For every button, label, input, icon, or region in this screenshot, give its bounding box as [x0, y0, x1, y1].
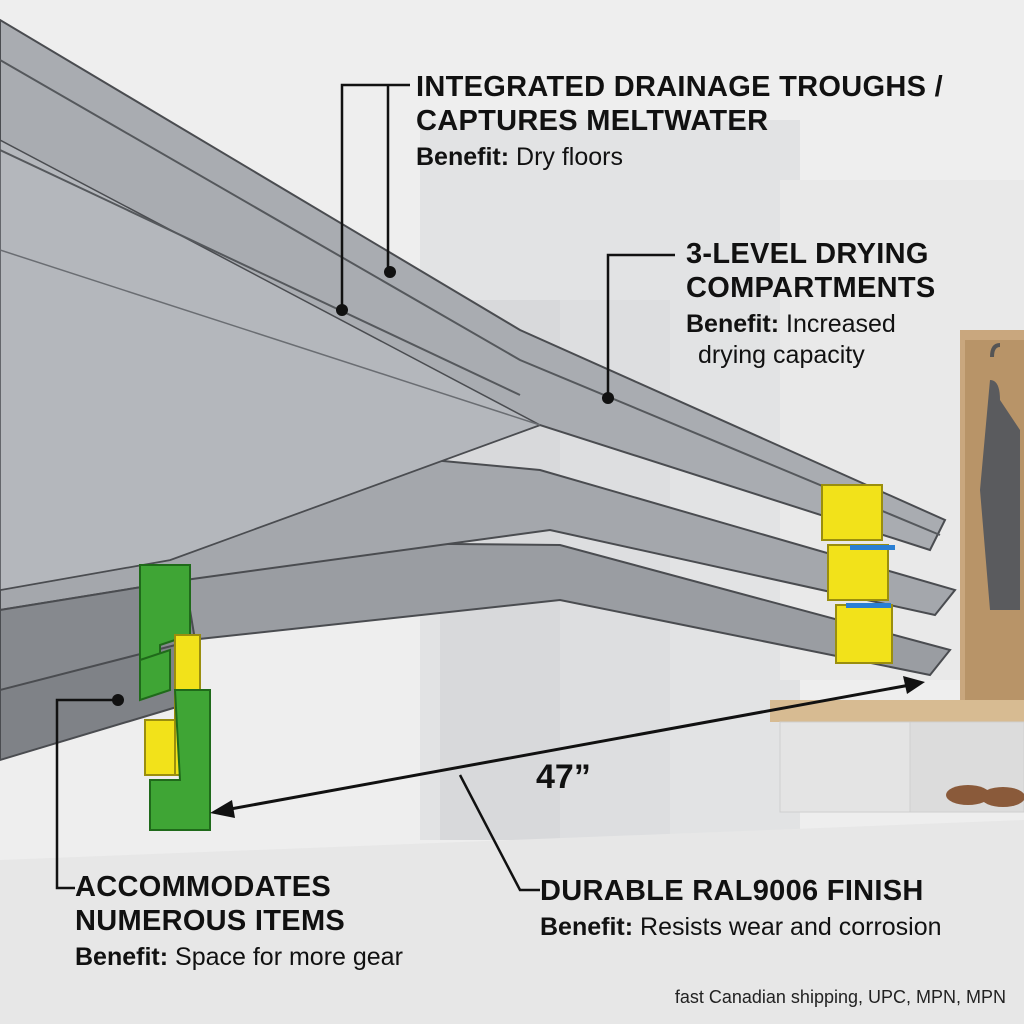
- callout-finish-benefit: Benefit: Resists wear and corrosion: [540, 913, 942, 941]
- callout-items-benefit: Benefit: Space for more gear: [75, 943, 403, 971]
- blue-accent: [846, 603, 891, 608]
- callout-items: ACCOMMODATES NUMEROUS ITEMS Benefit: Spa…: [75, 870, 403, 973]
- floor: [0, 820, 1024, 1024]
- leader-dots: [112, 266, 614, 706]
- blue-accent: [850, 545, 895, 550]
- callout-drainage: INTEGRATED DRAINAGE TROUGHS / CAPTURES M…: [416, 70, 943, 173]
- callout-finish-title: DURABLE RAL9006 FINISH: [540, 875, 924, 907]
- callout-drying-benefit: Benefit: Increased drying capacity: [686, 310, 896, 369]
- dimension-label: 47”: [536, 758, 591, 796]
- bench-top: [770, 700, 1024, 722]
- green-end-cap: [139, 564, 211, 831]
- callout-finish: DURABLE RAL9006 FINISH Benefit: Resists …: [540, 874, 942, 943]
- shoe: [946, 785, 990, 805]
- callout-drainage-benefit: Benefit: Dry floors: [416, 143, 623, 171]
- yellow-end-caps: [821, 484, 895, 664]
- shoe: [981, 787, 1024, 807]
- footer-text: fast Canadian shipping, UPC, MPN, MPN: [674, 987, 1006, 1007]
- drainage-trough-line: [0, 59, 941, 536]
- callout-drying: 3-LEVEL DRYING COMPARTMENTS Benefit: Inc…: [686, 237, 936, 371]
- callout-drying-title: 3-LEVEL DRYING COMPARTMENTS: [686, 238, 936, 304]
- dimension-arrow: [210, 676, 925, 818]
- callout-drainage-title: INTEGRATED DRAINAGE TROUGHS / CAPTURES M…: [416, 71, 943, 137]
- callout-items-title: ACCOMMODATES NUMEROUS ITEMS: [75, 871, 346, 937]
- leader-lines: [55, 83, 675, 892]
- hanging-coat: [980, 380, 1020, 610]
